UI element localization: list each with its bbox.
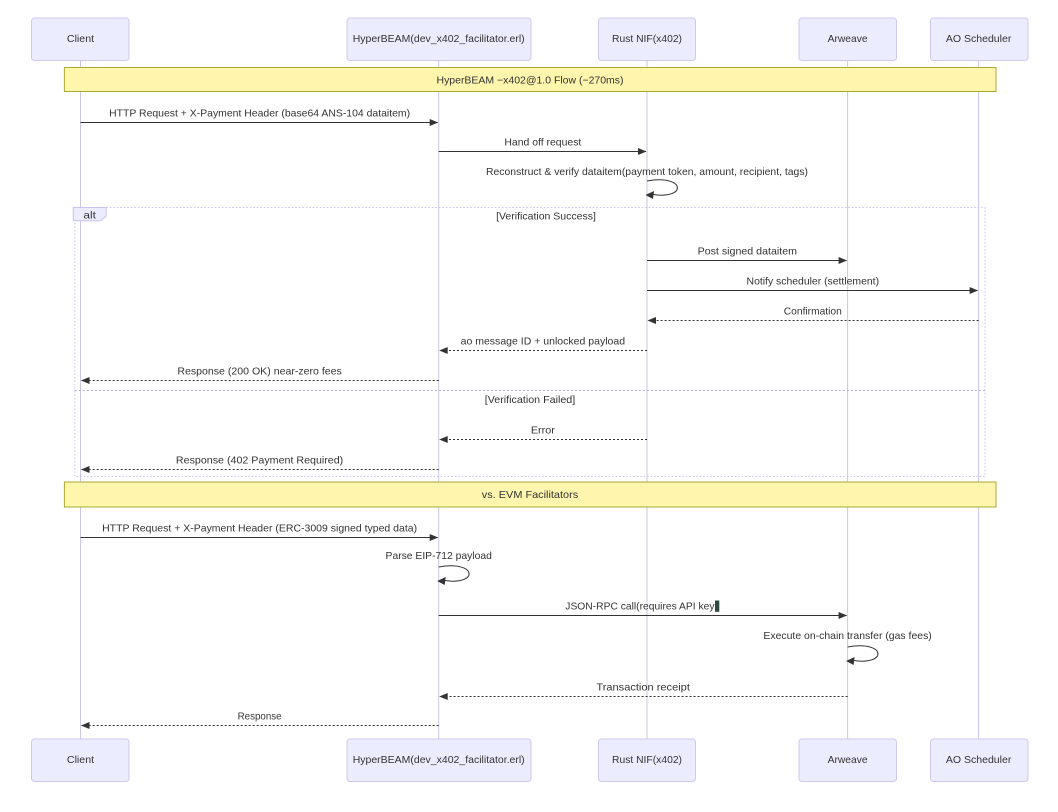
svg-text:Client: Client [67, 754, 94, 766]
svg-text:vs. EVM Facilitators: vs. EVM Facilitators [482, 489, 578, 501]
svg-text:Response (200 OK) near-zero fe: Response (200 OK) near-zero fees [177, 366, 342, 378]
svg-text:Rust NIF(x402): Rust NIF(x402) [612, 754, 682, 766]
svg-text:alt: alt [83, 209, 96, 221]
svg-text:HyperBEAM −x402@1.0 Flow (−270: HyperBEAM −x402@1.0 Flow (−270ms) [437, 75, 624, 87]
svg-text:Hand off request: Hand off request [504, 137, 581, 149]
svg-text:Arweave: Arweave [828, 754, 868, 766]
svg-text:HyperBEAM(dev_x402_facilitator: HyperBEAM(dev_x402_facilitator.erl) [353, 754, 525, 766]
svg-text:Response (402 Payment Required: Response (402 Payment Required) [176, 455, 343, 467]
svg-text:Response: Response [238, 711, 282, 723]
svg-text:Post signed dataitem: Post signed dataitem [698, 246, 798, 258]
svg-text:HTTP Request + X-Payment Heade: HTTP Request + X-Payment Header (ERC-300… [102, 523, 417, 535]
svg-text:AO Scheduler: AO Scheduler [946, 754, 1012, 766]
svg-text:Error: Error [531, 425, 556, 437]
svg-text:ao message ID + unlocked paylo: ao message ID + unlocked payload [461, 336, 626, 348]
svg-text:[Verification Success]: [Verification Success] [496, 211, 596, 223]
svg-text:Transaction receipt: Transaction receipt [596, 682, 690, 694]
svg-text:Reconstruct & verify dataitem(: Reconstruct & verify dataitem(payment to… [486, 166, 808, 178]
svg-text:Execute on-chain transfer (gas: Execute on-chain transfer (gas fees) [763, 630, 931, 642]
svg-text:Notify scheduler (settlement): Notify scheduler (settlement) [747, 276, 880, 288]
svg-text:[Verification Failed]: [Verification Failed] [485, 394, 576, 406]
svg-text:HyperBEAM(dev_x402_facilitator: HyperBEAM(dev_x402_facilitator.erl) [353, 33, 525, 45]
svg-text:HTTP Request + X-Payment Heade: HTTP Request + X-Payment Header (base64 … [109, 108, 410, 120]
svg-text:Arweave: Arweave [828, 33, 868, 45]
svg-text:AO Scheduler: AO Scheduler [946, 33, 1012, 45]
svg-text:Client: Client [67, 33, 94, 45]
svg-text:Parse EIP-712 payload: Parse EIP-712 payload [386, 550, 492, 562]
svg-text:JSON-RPC call(requires API key: JSON-RPC call(requires API key [565, 601, 715, 613]
svg-text:Rust NIF(x402): Rust NIF(x402) [612, 33, 682, 45]
svg-text:Confirmation: Confirmation [784, 306, 842, 318]
